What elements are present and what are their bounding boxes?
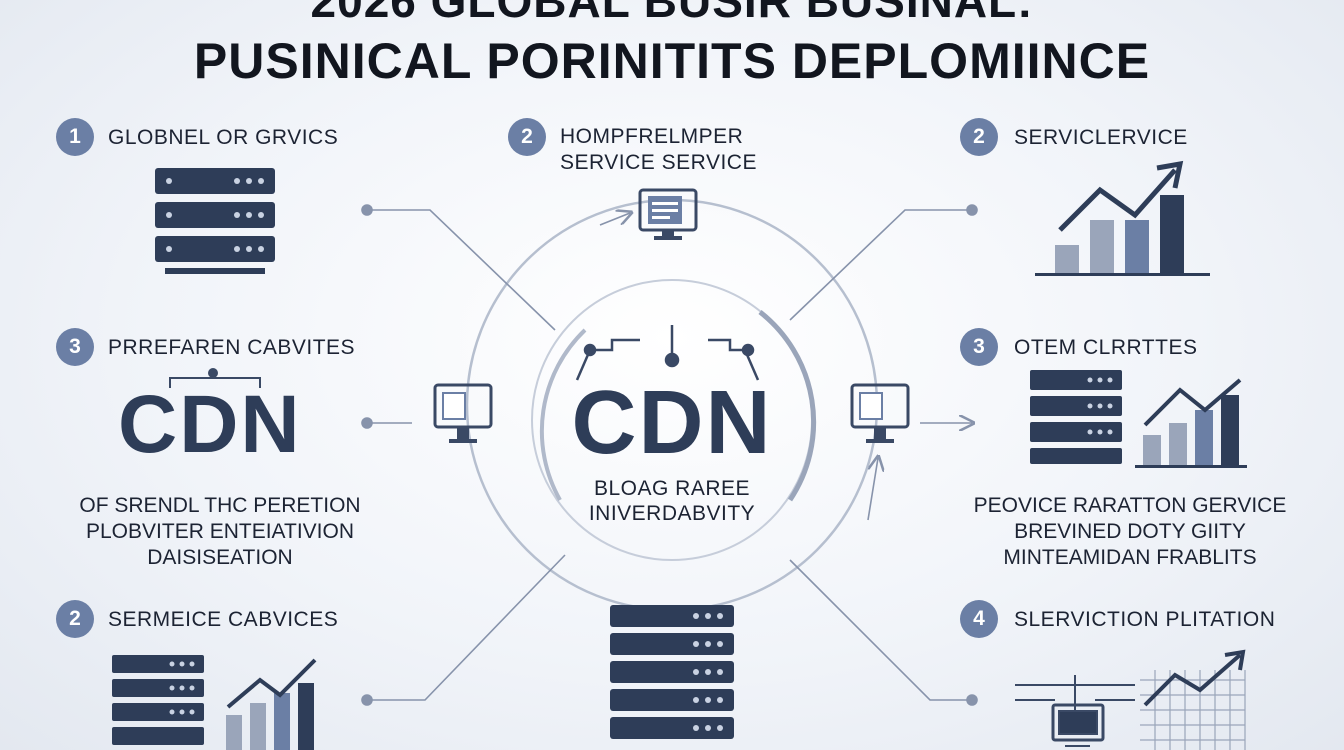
center-heading: CDN <box>571 373 773 473</box>
step-badge-bottom-left: 2 <box>56 600 94 638</box>
server-tower-icon <box>610 605 734 739</box>
title-line-2: PUSINICAL PORINITITS DEPLOMIINCE <box>193 33 1151 89</box>
mid-right-label: OTEM CLRRTTES <box>1014 336 1198 359</box>
connector-top-right <box>789 204 978 321</box>
connector-bottom-left <box>361 554 566 706</box>
top-center-label: HOMPFRELMPER SERVICE SERVICE <box>560 124 757 176</box>
step-badge-mid-right: 3 <box>960 328 998 366</box>
connector-bottom-right <box>789 559 978 706</box>
network-monitor-icon <box>1015 675 1135 747</box>
step-badge-mid-left: 3 <box>56 328 94 366</box>
connector-right-arrow <box>867 458 878 521</box>
top-right-label: SERVICLERVICE <box>1014 126 1188 149</box>
center-network-icon <box>575 325 760 381</box>
mid-right-desc-line1: PEOVICE RARATTON GERVICE <box>973 494 1287 517</box>
top-left-label: GLOBNEL OR GRVICS <box>108 126 339 149</box>
top-center-label-line2: SERVICE SERVICE <box>560 151 757 174</box>
mid-right-description: PEOVICE RARATTON GERVICE BREVINED DOTY G… <box>960 493 1300 571</box>
connector-top-center <box>599 213 630 226</box>
server-stack-bottom-left-icon <box>112 655 204 745</box>
monitor-document-icon <box>638 188 698 240</box>
mid-left-desc-line2: PLOBVITER ENTEIATIVION <box>86 520 354 543</box>
step-badge-top-center: 2 <box>508 118 546 156</box>
mid-left-desc-line3: DAISISEATION <box>147 546 293 569</box>
mid-left-cdn-logo: CDN <box>118 379 302 470</box>
connector-mid-left <box>361 417 412 429</box>
mid-left-description: OF SRENDL THC PERETION PLOBVITER ENTEIAT… <box>70 493 370 571</box>
grid-chart-icon <box>1140 649 1246 750</box>
bar-chart-growth-icon <box>1035 160 1210 276</box>
step-badge-top-left: 1 <box>56 118 94 156</box>
title-line-1: 2026 GLOBAL BUSIR BUSINAL: <box>310 0 1034 27</box>
step-badge-bottom-right: 4 <box>960 600 998 638</box>
bar-chart-bottom-left-icon <box>226 658 317 750</box>
mid-right-desc-line3: MINTEAMIDAN FRABLITS <box>1003 546 1257 569</box>
bottom-left-label: SERMEICE CABVICES <box>108 608 339 631</box>
center-subtitle-line2: INIVERDABVITY <box>588 502 756 525</box>
server-stack-right-icon <box>1030 370 1122 464</box>
bottom-right-label: SLERVICTION PLITATION <box>1014 608 1276 631</box>
step-badge-top-right: 2 <box>960 118 998 156</box>
center-subtitle-line1: BLOAG RAREE <box>593 477 751 500</box>
inner-ring <box>531 279 817 561</box>
center-subtitle: BLOAG RAREE INIVERDABVITY <box>0 476 1344 526</box>
mid-left-desc-line1: OF SRENDL THC PERETION <box>79 494 361 517</box>
server-stack-icon <box>155 168 275 274</box>
monitor-right-icon <box>850 383 910 443</box>
top-center-label-line1: HOMPFRELMPER <box>560 125 744 148</box>
monitor-left-icon <box>433 383 493 443</box>
bar-chart-right-icon <box>1135 378 1247 468</box>
mid-left-label: PRREFAREN CABVITES <box>108 336 356 359</box>
mid-right-desc-line2: BREVINED DOTY GIITY <box>1014 520 1246 543</box>
connector-top-left <box>361 204 556 331</box>
